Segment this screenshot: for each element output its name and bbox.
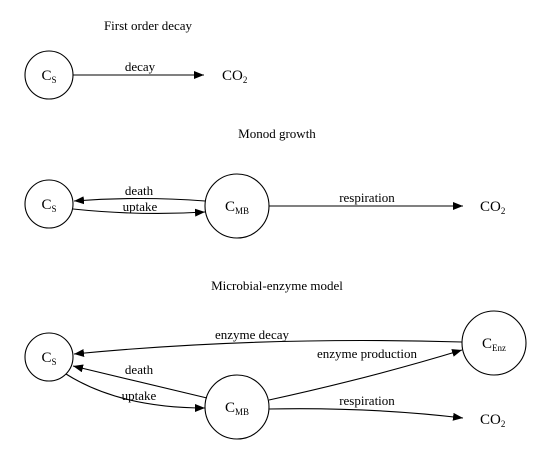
enzyme-uptake-label: uptake	[122, 388, 157, 403]
monod-panel: Monod growth CS CMB CO2 death uptake res…	[24, 126, 505, 239]
enzyme-production-label: enzyme production	[317, 346, 417, 361]
enzyme-cenz-label: CEnz	[482, 336, 506, 353]
enzyme-title: Microbial-enzyme model	[211, 278, 343, 293]
enzyme-respiration-arrow	[268, 408, 464, 421]
monod-death-label: death	[125, 183, 154, 198]
first-order-cs-label: CS	[41, 68, 56, 85]
monod-cs-node: CS	[24, 179, 74, 229]
enzyme-respiration-label: respiration	[339, 393, 395, 408]
monod-respiration-label: respiration	[339, 190, 395, 205]
enzyme-co2-label: CO2	[480, 412, 505, 429]
first-order-cs-node: CS	[24, 50, 74, 100]
monod-cs-label: CS	[41, 197, 56, 214]
enzyme-cmb-node: CMB	[204, 374, 270, 440]
enzyme-panel: Microbial-enzyme model CS CMB CEnz CO2 e…	[24, 278, 527, 440]
first-order-decay-label: decay	[125, 59, 156, 74]
enzyme-production-arrow	[268, 349, 463, 401]
enzyme-death-arrow	[72, 364, 208, 399]
monod-death-arrow	[73, 196, 206, 205]
enzyme-uptake-arrow	[65, 373, 206, 412]
first-order-co2-label: CO2	[222, 68, 247, 85]
monod-uptake-label: uptake	[123, 199, 158, 214]
first-order-title: First order decay	[104, 18, 193, 33]
monod-uptake-arrow	[72, 208, 206, 217]
monod-cmb-label: CMB	[225, 199, 249, 216]
enzyme-cs-node: CS	[24, 332, 74, 382]
first-order-panel: First order decay CS CO2 decay	[24, 18, 247, 100]
enzyme-cmb-label: CMB	[225, 400, 249, 417]
enzyme-death-label: death	[125, 362, 154, 377]
enzyme-cs-label: CS	[41, 350, 56, 367]
monod-title: Monod growth	[238, 126, 316, 141]
enzyme-decay-arrow	[73, 339, 463, 358]
monod-cmb-node: CMB	[204, 173, 270, 239]
enzyme-decay-label: enzyme decay	[215, 327, 289, 342]
monod-co2-label: CO2	[480, 199, 505, 216]
enzyme-cenz-node: CEnz	[461, 310, 527, 376]
